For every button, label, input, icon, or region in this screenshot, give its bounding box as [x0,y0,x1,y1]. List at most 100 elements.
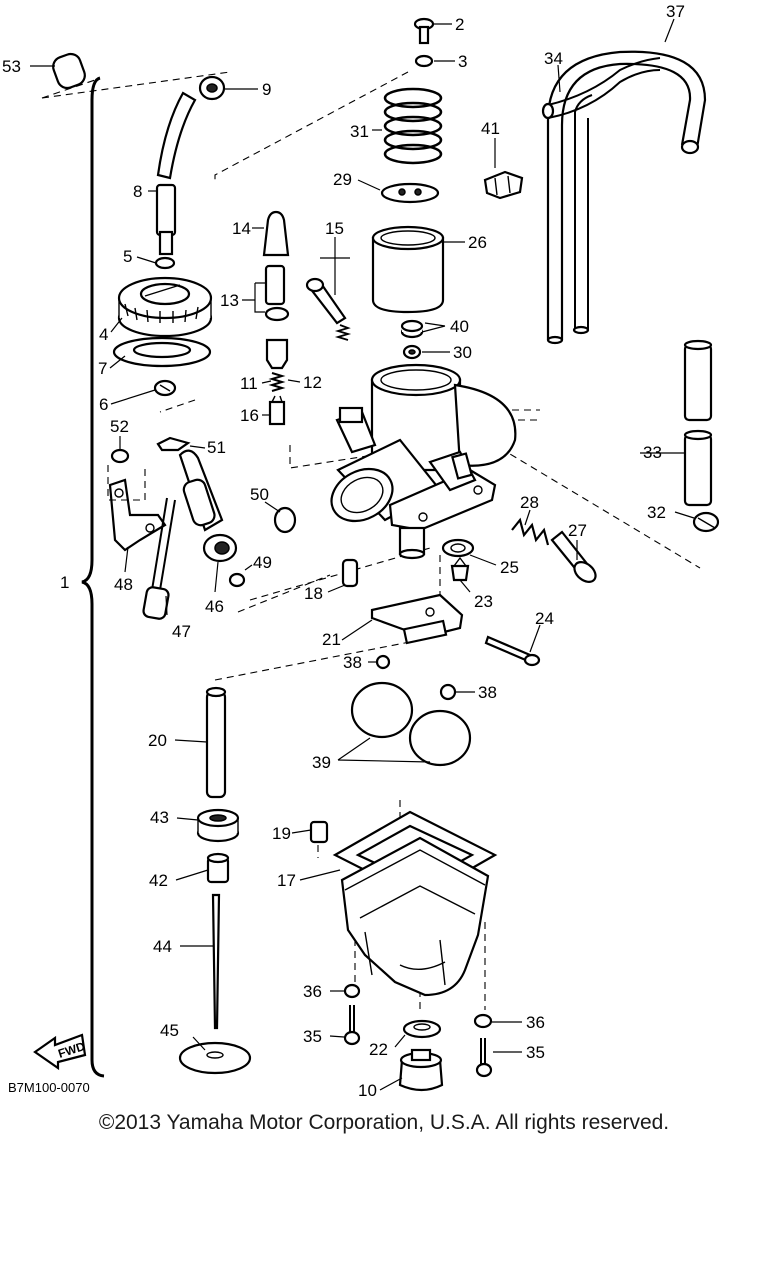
part-40-seat [400,319,424,339]
part-34-vent-hose [541,57,661,335]
part-44-needle [211,893,221,1030]
part-5-oring [154,256,176,270]
part-29-plate [380,182,440,204]
part-42-main-jet [206,852,230,884]
callout-24: 24 [535,609,554,628]
callout-37: 37 [666,2,685,21]
part-50-plug [273,506,297,534]
callout-7: 7 [98,359,107,378]
part-16-starter-jet [268,395,286,426]
callout-48: 48 [114,575,133,594]
callout-28: 28 [520,493,539,512]
callout-47: 47 [172,622,191,641]
callout-45: 45 [160,1021,179,1040]
callout-23: 23 [474,592,493,611]
part-22-washer [402,1019,442,1039]
part-36-screw-a [343,983,361,999]
part-26-throttle-valve [371,225,445,314]
part-19-drain-plug [309,820,329,844]
part-49-cap [228,572,246,588]
part-48-bracket [107,465,167,552]
callout-38b: 38 [478,683,497,702]
exploded-parts-diagram: FWD B7M100-0070 [2,2,720,1100]
callout-50: 50 [250,485,269,504]
figure-code: B7M100-0070 [8,1080,90,1095]
part-28-spring [511,517,550,546]
callout-31: 31 [350,122,369,141]
callout-5: 5 [123,247,132,266]
part-30-clip [402,344,422,360]
callout-2: 2 [455,15,464,34]
part-32-clip [692,511,720,533]
assembly-bracket [81,76,105,1078]
callout-20: 20 [148,731,167,750]
part-35-screw-b [475,1038,493,1078]
callout-11: 11 [240,374,258,393]
callout-30: 30 [453,343,472,362]
callout-3: 3 [458,52,467,71]
callout-leader-lines [30,18,695,1091]
callout-53: 53 [2,57,21,76]
part-31-spring [383,87,443,165]
callout-9: 9 [262,80,271,99]
part-18-jet [341,558,359,588]
callout-16: 16 [240,406,259,425]
callout-36b: 36 [526,1013,545,1032]
part-14-starter-cap [262,210,290,257]
callout-27: 27 [568,521,587,540]
callout-10: 10 [358,1081,377,1100]
float-bowl [340,836,490,997]
part-15-screw [305,277,352,341]
fwd-arrow-icon: FWD [33,1033,87,1071]
callout-14: 14 [232,219,251,238]
callout-13: 13 [220,291,239,310]
callout-4: 4 [99,325,108,344]
copyright-notice: ©2013 Yamaha Motor Corporation, U.S.A. A… [98,1111,670,1134]
part-12-plunger [265,338,289,370]
callout-52: 52 [110,417,129,436]
part-41-clip [483,170,524,200]
callout-36a: 36 [303,982,322,1001]
part-27-screw [550,530,597,583]
callout-6: 6 [99,395,108,414]
part-51-screw [156,436,191,452]
callout-25: 25 [500,558,519,577]
callout-49: 49 [253,553,272,572]
carburetor-body [330,363,517,560]
part-39-float-a [350,681,414,739]
part-23-seat [450,556,470,582]
part-13-starter-plunger [264,264,290,322]
callout-29: 29 [333,170,352,189]
callout-43: 43 [150,808,169,827]
callout-41: 41 [481,119,500,138]
part-11-spring [268,372,286,392]
part-24-pin [484,635,541,667]
part-46-sensor [178,449,238,563]
callout-22: 22 [369,1040,388,1059]
part-35-screw-a [343,1005,361,1046]
callout-38a: 38 [343,653,362,672]
callout-26: 26 [468,233,487,252]
part-4-cap [117,276,213,338]
callout-39: 39 [312,753,331,772]
callout-51: 51 [207,438,226,457]
part-25-washer [441,538,475,558]
callout-labels: 2 3 37 53 9 34 31 41 8 29 14 15 26 5 13 … [2,2,685,1100]
part-2-screw [413,17,435,45]
part-38-float-pin-b [439,683,457,701]
part-45-washer [178,1041,252,1075]
callout-17: 17 [277,871,296,890]
callout-40: 40 [450,317,469,336]
part-10-drain-plug [398,1048,444,1092]
callout-42: 42 [149,871,168,890]
callout-15: 15 [325,219,344,238]
part-36-screw-b [473,1013,493,1029]
callout-34: 34 [544,49,563,68]
callout-18: 18 [304,584,323,603]
part-20-needle-jet [205,686,227,799]
part-9-ring [198,75,226,101]
part-52-screw [110,448,130,464]
callout-46: 46 [205,597,224,616]
callout-12: 12 [303,373,322,392]
part-53-sleeve [52,52,86,90]
